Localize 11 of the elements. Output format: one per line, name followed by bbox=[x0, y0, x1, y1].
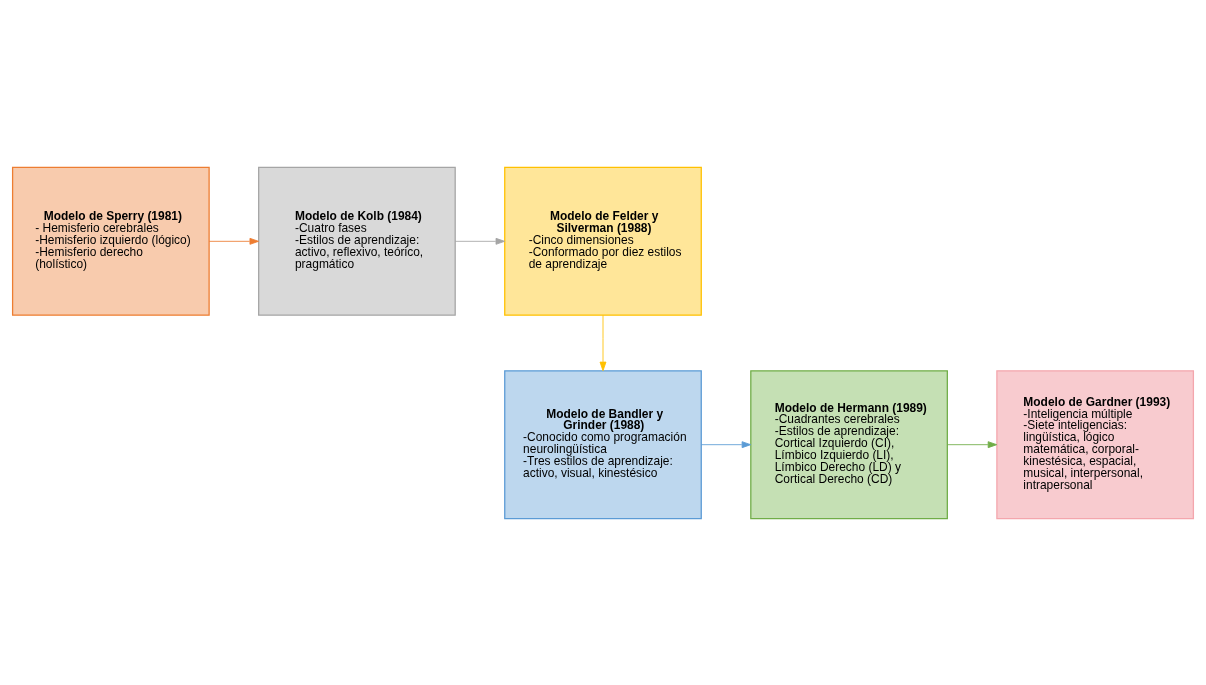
arrow bbox=[599, 314, 607, 371]
node-box: Modelo de Kolb (1984) -Cuatro fases -Estilos de aprendizaje: activo, reflexivo, teórico, pragmático bbox=[258, 166, 456, 316]
node-box: Modelo de Felder y Silverman (1988) -Cinco dimensiones -Conformado por diez estilos de aprendizaje bbox=[504, 166, 702, 316]
node-box: Modelo de Sperry (1981) - Hemisferio cerebrales -Hemisferio izquierdo (lógico) -Hemisferio derecho (holístico) bbox=[11, 166, 210, 316]
arrow bbox=[946, 440, 998, 448]
node-box: Modelo de Hermann (1989) -Cuadrantes cerebrales -Estilos de aprendizaje: Cortical Izquierdo (CI), Límbico Izquierdo (LI), Límbico Derecho (LD) y Cortical Derecho (CD) bbox=[750, 369, 948, 519]
node-box: Modelo de Gardner (1993) -Inteligencia múltiple -Siete inteligencias: lingüística, lógico matemática, corporal-kinestésica, espacial, musical, interpersonal, intrapersonal bbox=[996, 369, 1195, 519]
arrow bbox=[454, 237, 505, 245]
node-box: Modelo de Bandler y Grinder (1988) -Conocido como programación neurolingüística -Tres estilos de aprendizaje: activo, visual, kinestésico bbox=[504, 369, 702, 519]
arrow bbox=[208, 237, 259, 245]
arrow bbox=[700, 440, 752, 448]
